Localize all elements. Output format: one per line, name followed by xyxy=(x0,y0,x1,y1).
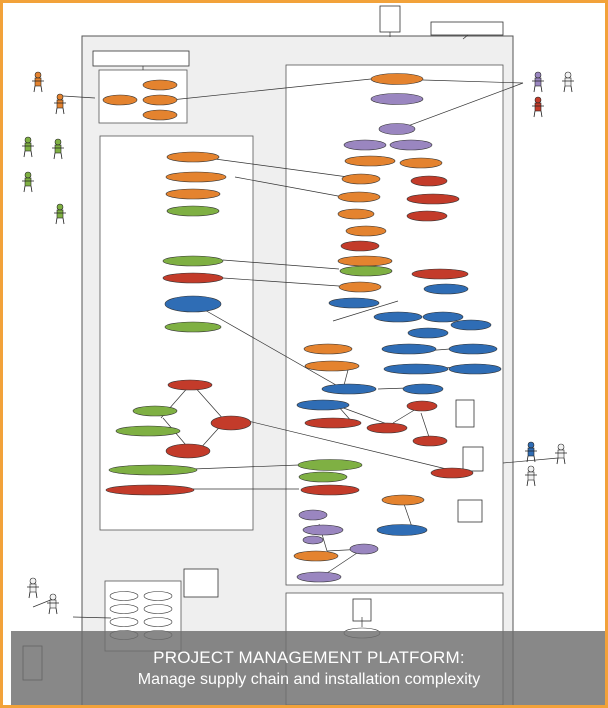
actor-figure xyxy=(555,443,567,465)
actor-figure xyxy=(22,136,34,158)
actor-figure xyxy=(32,71,44,93)
actor-figure xyxy=(22,171,34,193)
actor-figure xyxy=(54,93,66,115)
actor-figure xyxy=(47,593,59,615)
actor-figure xyxy=(532,96,544,118)
actor-figure xyxy=(27,577,39,599)
caption-banner: PROJECT MANAGEMENT PLATFORM: Manage supp… xyxy=(11,631,605,705)
note-2 xyxy=(462,446,484,472)
caption-subtitle: Manage supply chain and installation com… xyxy=(137,671,481,688)
note-4 xyxy=(183,568,219,598)
actor-figure xyxy=(54,203,66,225)
actor-figure xyxy=(562,71,574,93)
note-title xyxy=(92,50,190,67)
package-left xyxy=(99,135,254,531)
note-top-right xyxy=(430,21,504,36)
actor-figure xyxy=(532,71,544,93)
note-3 xyxy=(457,499,483,523)
actor-figure xyxy=(525,441,537,463)
actor-figure xyxy=(52,138,64,160)
use-case-diagram xyxy=(22,5,574,705)
actor-figure xyxy=(525,465,537,487)
caption-title: PROJECT MANAGEMENT PLATFORM: xyxy=(153,648,465,667)
actors xyxy=(22,71,574,615)
note-1 xyxy=(455,399,475,428)
use-cases xyxy=(102,73,502,640)
note-top-center xyxy=(379,5,401,33)
